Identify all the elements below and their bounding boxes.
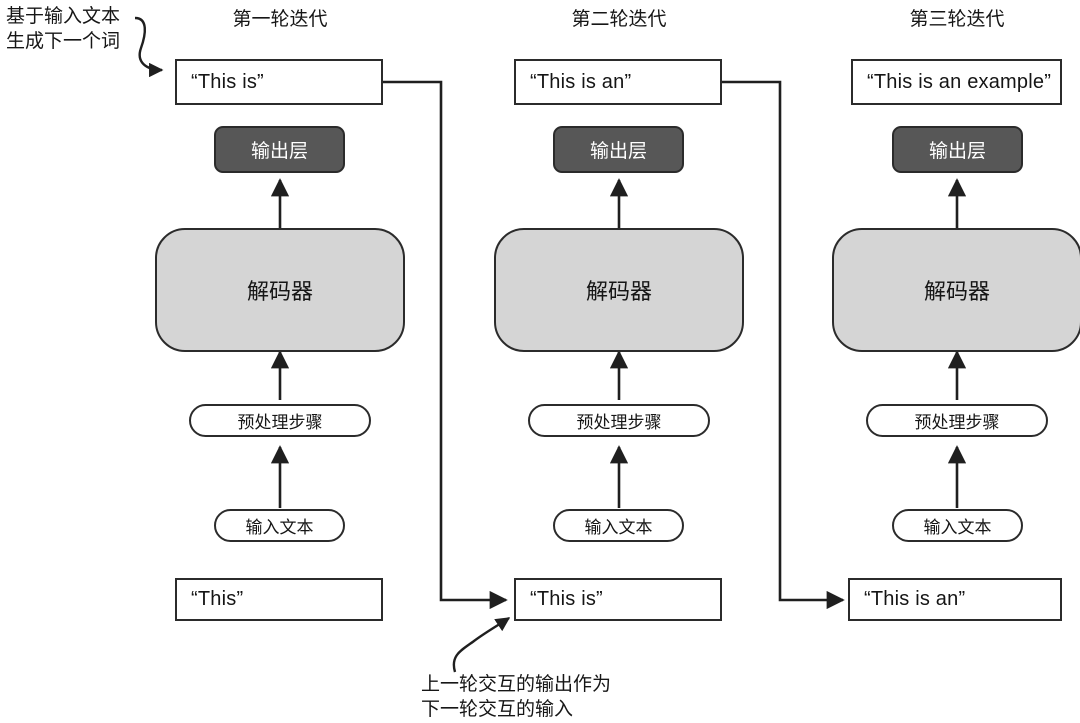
input-text-box-iteration-2: 输入文本: [553, 509, 684, 542]
input-sequence-box-iteration-1: “This”: [175, 578, 383, 621]
output-sequence-box-iteration-3: “This is an example”: [851, 59, 1062, 105]
decoder-box-iteration-1: 解码器: [155, 228, 405, 352]
feedback-connector-2-to-3: [722, 80, 845, 610]
decoder-box-iteration-2: 解码器: [494, 228, 744, 352]
preprocess-box-iteration-2: 预处理步骤: [528, 404, 710, 437]
column-title-iteration-2: 第二轮迭代: [571, 8, 667, 30]
column-title-iteration-3: 第三轮迭代: [909, 8, 1005, 30]
annotation-pointer-top-left: [134, 16, 164, 78]
column-title-iteration-1: 第一轮迭代: [232, 8, 328, 30]
output-layer-box-iteration-1: 输出层: [214, 126, 345, 173]
decoder-box-iteration-3: 解码器: [832, 228, 1080, 352]
output-sequence-box-iteration-1: “This is”: [175, 59, 383, 105]
preprocess-box-iteration-1: 预处理步骤: [189, 404, 371, 437]
feedback-connector-1-to-2: [383, 80, 508, 610]
annotation-generate-next-word: 基于输入文本 生成下一个词: [6, 5, 121, 53]
output-layer-box-iteration-3: 输出层: [892, 126, 1023, 173]
input-sequence-box-iteration-3: “This is an”: [848, 578, 1062, 621]
preprocess-box-iteration-3: 预处理步骤: [866, 404, 1048, 437]
input-text-box-iteration-1: 输入文本: [214, 509, 345, 542]
input-text-box-iteration-3: 输入文本: [892, 509, 1023, 542]
output-sequence-box-iteration-2: “This is an”: [514, 59, 722, 105]
annotation-pointer-bottom: [452, 617, 511, 673]
annotation-previous-output-as-next-input: 上一轮交互的输出作为 下一轮交互的输入: [421, 673, 612, 721]
input-sequence-box-iteration-2: “This is”: [514, 578, 722, 621]
output-layer-box-iteration-2: 输出层: [553, 126, 684, 173]
